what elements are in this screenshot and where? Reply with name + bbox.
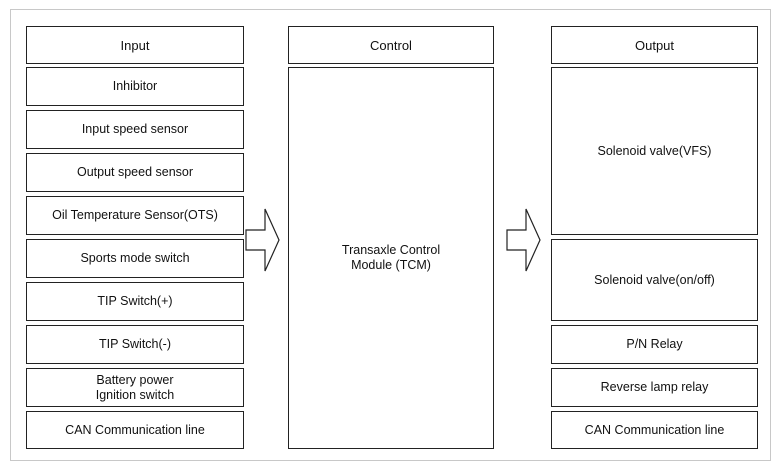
output-item-can-line: CAN Communication line: [551, 411, 758, 449]
output-item-pn-relay: P/N Relay: [551, 325, 758, 364]
control-header: Control: [288, 26, 494, 64]
input-item-sports-mode-switch: Sports mode switch: [26, 239, 244, 278]
input-item-can-line: CAN Communication line: [26, 411, 244, 449]
control-to-output-arrow-icon: [506, 208, 541, 272]
tcm-module-box: Transaxle Control Module (TCM): [288, 67, 494, 449]
output-item-reverse-lamp-relay: Reverse lamp relay: [551, 368, 758, 407]
output-item-solenoid-vfs: Solenoid valve(VFS): [551, 67, 758, 235]
input-item-tip-switch-plus: TIP Switch(+): [26, 282, 244, 321]
input-item-tip-switch-minus: TIP Switch(-): [26, 325, 244, 364]
input-item-inhibitor: Inhibitor: [26, 67, 244, 106]
input-item-oil-temperature-sensor: Oil Temperature Sensor(OTS): [26, 196, 244, 235]
input-item-battery-ignition: Battery power Ignition switch: [26, 368, 244, 407]
input-to-control-arrow-icon: [245, 208, 280, 272]
output-item-solenoid-onoff: Solenoid valve(on/off): [551, 239, 758, 321]
input-item-input-speed-sensor: Input speed sensor: [26, 110, 244, 149]
input-item-output-speed-sensor: Output speed sensor: [26, 153, 244, 192]
output-header: Output: [551, 26, 758, 64]
diagram-frame: [10, 9, 771, 461]
input-header: Input: [26, 26, 244, 64]
